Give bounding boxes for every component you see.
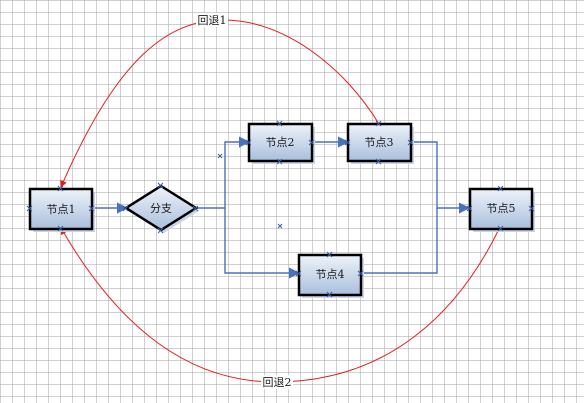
node-branch[interactable]: 分支 [123,184,199,232]
edge-branch-to-node2[interactable] [194,136,251,209]
connection-points [26,120,535,298]
node-4[interactable]: 节点4 [297,253,363,297]
node-4-label: 节点4 [316,268,345,281]
edge-label-back2: 回退2 [263,376,292,389]
edge-back2-node5-to-node1[interactable] [60,226,501,383]
node-3-label: 节点3 [365,136,394,149]
edge-node3-to-node5[interactable] [411,141,471,214]
node-5-label: 节点5 [487,202,516,215]
edge-branch-to-node4[interactable] [224,208,301,279]
edge-back1-node3-to-node1[interactable] [60,19,380,188]
node-3[interactable]: 节点3 [346,122,413,163]
edge-node4-to-node5[interactable] [361,208,438,274]
edge-label-back2-bg [261,375,293,389]
edge-label-back1: 回退1 [198,14,227,27]
edge-label-back1-bg [196,13,228,27]
node-1-label: 节点1 [47,203,76,216]
node-branch-label: 分支 [150,202,172,215]
node-2[interactable]: 节点2 [247,122,314,163]
node-2-label: 节点2 [266,136,295,149]
node-5[interactable]: 节点5 [468,187,534,231]
node-1[interactable]: 节点1 [28,187,94,231]
